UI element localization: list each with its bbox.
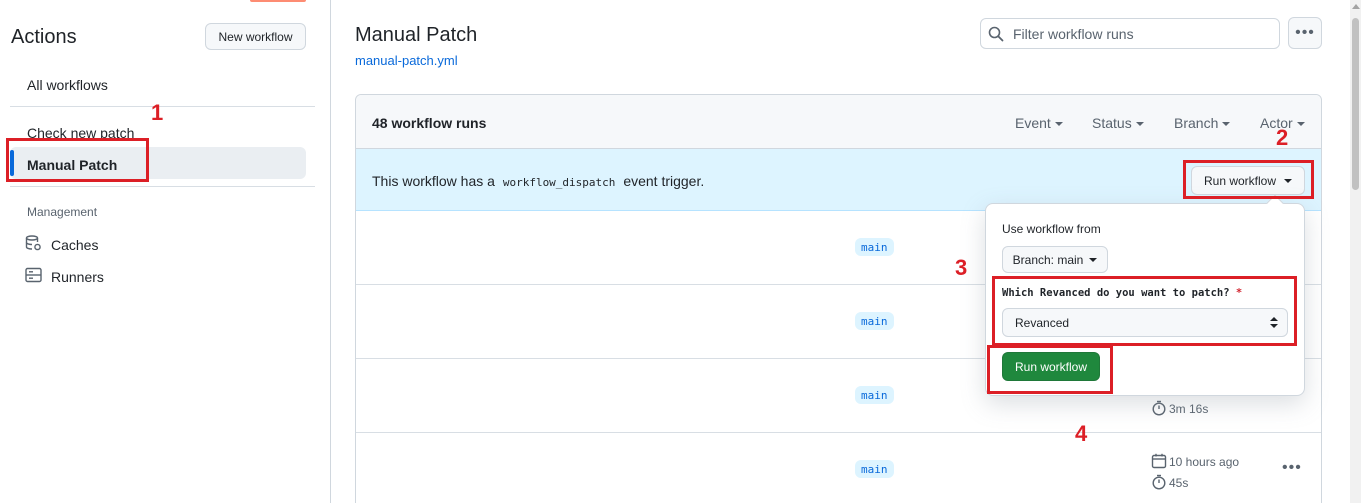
sidebar-title: Actions bbox=[11, 26, 77, 48]
management-heading: Management bbox=[27, 205, 98, 219]
branch-label[interactable]: main bbox=[855, 238, 894, 256]
chevron-down-icon bbox=[1222, 122, 1231, 127]
new-workflow-button[interactable]: New workflow bbox=[205, 23, 306, 50]
revanced-select[interactable]: Revanced bbox=[1002, 308, 1288, 337]
run-workflow-submit-button[interactable]: Run workflow bbox=[1002, 352, 1100, 381]
annotation-box-1 bbox=[6, 138, 149, 182]
server-icon bbox=[25, 267, 42, 283]
database-icon bbox=[25, 235, 41, 251]
event-filter-label: Event bbox=[1015, 115, 1051, 131]
row-more-button[interactable]: ••• bbox=[1282, 459, 1304, 479]
chevron-down-icon bbox=[1089, 257, 1098, 262]
row-divider bbox=[356, 432, 690, 433]
annotation-box-4 bbox=[987, 345, 1113, 394]
banner-suffix: event trigger. bbox=[623, 173, 705, 189]
branch-select-button[interactable]: Branch: main bbox=[1002, 246, 1108, 273]
kebab-icon: ••• bbox=[1295, 24, 1315, 41]
chevron-down-icon bbox=[1284, 178, 1293, 183]
banner-code: workflow_dispatch bbox=[502, 176, 616, 189]
workflow-file-link[interactable]: manual-patch.yml bbox=[355, 53, 458, 68]
scrollbar-thumb[interactable] bbox=[1352, 18, 1359, 190]
input-question-label: Which Revanced do you want to patch? * bbox=[1002, 287, 1242, 299]
branch-filter-dropdown[interactable]: Branch bbox=[1174, 115, 1231, 131]
event-filter-dropdown[interactable]: Event bbox=[1015, 115, 1063, 131]
run-time-ago: 10 hours ago bbox=[1169, 455, 1240, 469]
runs-header bbox=[356, 95, 1321, 149]
more-options-button[interactable]: ••• bbox=[1288, 17, 1322, 49]
active-indicator bbox=[10, 150, 14, 176]
question-text: Which Revanced do you want to patch? bbox=[1002, 287, 1230, 299]
sidebar-item-runners-label: Runners bbox=[51, 269, 104, 285]
required-mark: * bbox=[1235, 287, 1243, 299]
top-tab-indicator bbox=[250, 0, 306, 2]
run-duration: 3m 16s bbox=[1169, 402, 1209, 416]
branch-label[interactable]: main bbox=[855, 460, 894, 478]
dispatch-banner bbox=[356, 149, 1321, 211]
run-duration: 45s bbox=[1169, 476, 1189, 490]
sidebar-item-caches-label: Caches bbox=[51, 237, 99, 253]
select-arrows-icon bbox=[1270, 317, 1278, 328]
sidebar-item-all-workflows[interactable]: All workflows bbox=[27, 77, 108, 93]
annotation-number-4: 4 bbox=[1075, 421, 1088, 446]
sidebar bbox=[0, 0, 331, 503]
branch-filter-label: Branch bbox=[1174, 115, 1219, 131]
actor-filter-dropdown[interactable]: Actor bbox=[1260, 115, 1305, 131]
status-filter-dropdown[interactable]: Status bbox=[1092, 115, 1144, 131]
dispatch-banner-text: This workflow has a workflow_dispatch ev… bbox=[372, 173, 704, 189]
sidebar-item-label: Manual Patch bbox=[27, 157, 118, 173]
chevron-down-icon bbox=[1135, 122, 1144, 127]
row-divider bbox=[356, 358, 690, 359]
search-icon bbox=[988, 26, 1004, 42]
use-workflow-from-label: Use workflow from bbox=[1002, 222, 1101, 236]
actor-filter-label: Actor bbox=[1260, 115, 1293, 131]
annotation-number-1: 1 bbox=[151, 100, 164, 125]
row-divider bbox=[690, 432, 1321, 433]
scroll-up-arrow-icon[interactable] bbox=[1352, 4, 1360, 9]
chevron-down-icon bbox=[1054, 122, 1063, 127]
sidebar-divider bbox=[10, 106, 315, 107]
annotation-number-2: 2 bbox=[1276, 125, 1289, 150]
stopwatch-icon bbox=[1152, 474, 1166, 490]
calendar-icon bbox=[1151, 453, 1167, 469]
chevron-down-icon bbox=[1296, 122, 1305, 127]
runs-count: 48 workflow runs bbox=[372, 115, 487, 131]
kebab-icon: ••• bbox=[1282, 459, 1302, 476]
scrollbar-track[interactable] bbox=[1350, 0, 1361, 503]
sidebar-item-manual-patch[interactable] bbox=[10, 147, 306, 179]
filter-runs-input[interactable]: Filter workflow runs bbox=[980, 18, 1280, 49]
sidebar-divider bbox=[10, 186, 315, 187]
branch-label[interactable]: main bbox=[855, 386, 894, 404]
banner-prefix: This workflow has a bbox=[372, 173, 495, 189]
stopwatch-icon bbox=[1152, 400, 1166, 416]
run-workflow-dropdown-button[interactable]: Run workflow bbox=[1191, 166, 1305, 195]
annotation-box-3 bbox=[992, 276, 1297, 346]
row-divider bbox=[356, 284, 690, 285]
annotation-number-3: 3 bbox=[955, 255, 968, 280]
page-title: Manual Patch bbox=[355, 24, 478, 46]
branch-label[interactable]: main bbox=[855, 312, 894, 330]
branch-select-label: Branch: main bbox=[1012, 252, 1084, 267]
sidebar-item-check-new-patch[interactable]: Check new patch bbox=[27, 125, 135, 141]
status-filter-label: Status bbox=[1092, 115, 1132, 131]
workflow-runs-panel bbox=[355, 94, 1322, 503]
run-workflow-label: Run workflow bbox=[1203, 173, 1277, 188]
annotation-box-2 bbox=[1183, 160, 1314, 199]
